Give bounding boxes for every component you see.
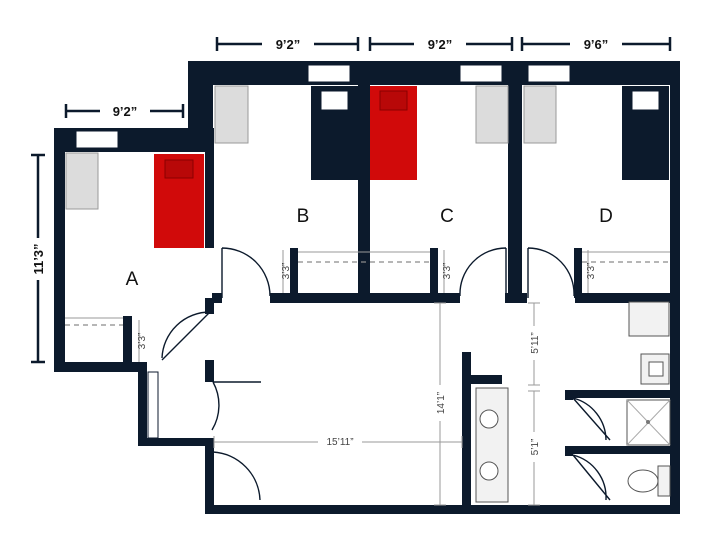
- window-a: [75, 130, 119, 149]
- kitchenette-counter: [628, 301, 670, 337]
- dim-closet-b: 3’3”: [281, 263, 292, 280]
- vanity-counter: [475, 387, 509, 503]
- window-c: [459, 64, 503, 83]
- room-labels: A B C D: [126, 206, 613, 290]
- bed-d-empty: [523, 85, 557, 144]
- window-d: [527, 64, 571, 83]
- room-label-a: A: [126, 269, 139, 290]
- dim-bath-lower: 5’1”: [530, 439, 541, 456]
- windows: [75, 64, 571, 149]
- dim-closet-a: 3’3”: [137, 333, 148, 350]
- dim-hall-width: 15’11”: [326, 437, 353, 448]
- dim-closet-d: 3’3”: [586, 263, 597, 280]
- hall-dimensions: 15’11” 14’1” 5’11” 5’1”: [213, 302, 543, 506]
- sink-upper: [479, 409, 499, 429]
- room-label-b: B: [297, 206, 310, 227]
- beds: [65, 85, 669, 248]
- sink-lower: [479, 461, 499, 481]
- bath-fixtures: [475, 301, 671, 503]
- dim-top-d: 9’6”: [584, 37, 609, 52]
- top-dimensions: 9’2” 9’2” 9’6” 9’2”: [64, 34, 672, 121]
- room-label-d: D: [599, 206, 613, 227]
- dim-top-c: 9’2”: [428, 37, 453, 52]
- dim-top-b: 9’2”: [276, 37, 301, 52]
- dim-side-a: 11’3”: [31, 243, 46, 274]
- room-label-c: C: [440, 206, 454, 227]
- doors: [147, 247, 611, 505]
- window-b: [307, 64, 351, 83]
- side-dimension: 11’3”: [28, 153, 48, 364]
- bed-a-empty: [65, 152, 99, 210]
- toilet-bowl: [627, 469, 659, 493]
- walls: [54, 61, 680, 514]
- closet-dimensions: 3’3” 3’3” 3’3” 3’3”: [137, 250, 597, 362]
- dim-hall-height: 14’1”: [436, 392, 447, 414]
- toilet-tank: [657, 465, 671, 497]
- dim-closet-c: 3’3”: [442, 263, 453, 280]
- bed-b-empty: [214, 85, 249, 144]
- closets: [65, 251, 670, 326]
- bed-c-empty: [475, 85, 509, 144]
- dim-top-a: 9’2”: [113, 104, 138, 119]
- dim-bath-upper: 5’11”: [530, 332, 541, 354]
